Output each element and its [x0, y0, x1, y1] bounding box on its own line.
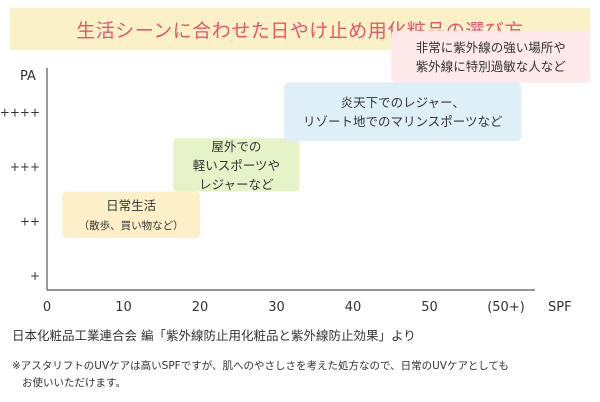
region-label-line: レジャーなど [199, 177, 274, 192]
region-box [173, 138, 300, 192]
region-label-line: 紫外線に特別過敏な人など [416, 59, 567, 74]
y-tick-label: + [30, 269, 40, 283]
region-label-line: 屋外での [211, 139, 261, 154]
region-box [391, 30, 591, 83]
x-tick-label: 50 [421, 300, 438, 315]
footnote-line-2: お使いいただけます。 [22, 377, 126, 389]
region-layer: 日常生活（散歩、買い物など）屋外での軽いスポーツやレジャーなど炎天下でのレジャー… [62, 30, 591, 238]
region-label-line: 日常生活 [106, 198, 156, 213]
x-tick-label: 0 [43, 300, 51, 315]
region-blazing-sun: 炎天下でのレジャー、リゾート地でのマリンスポーツなど [284, 82, 522, 141]
region-label-line: 炎天下でのレジャー、 [341, 95, 465, 110]
source-citation: 日本化粧品工業連合会 編「紫外線防止用化粧品と紫外線防止効果」より [12, 328, 416, 343]
y-tick-label: +++ [10, 160, 40, 174]
footnote: ※アスタリフトのUVケアは高いSPFですが、肌へのやさしさを考えた処方なので、日… [12, 358, 592, 392]
region-box [284, 82, 522, 141]
x-tick-label: 10 [115, 300, 132, 315]
y-axis-title: PA [20, 69, 36, 84]
y-tick-label: ++ [20, 215, 40, 229]
x-axis-title: SPF [548, 300, 572, 315]
region-label-line: 軽いスポーツや [193, 158, 280, 173]
x-tick-label: 20 [192, 300, 209, 315]
region-label-line: リゾート地でのマリンスポーツなど [303, 114, 503, 129]
region-daily: 日常生活 （散歩、買い物など） [62, 191, 200, 238]
region-label-line: 非常に紫外線の強い場所や [416, 40, 566, 55]
y-tick-label: ++++ [0, 106, 40, 120]
x-tick-label: (50+) [487, 300, 525, 315]
region-label-line: （散歩、買い物など） [79, 219, 184, 232]
footnote-line-1: ※アスタリフトのUVケアは高いSPFですが、肌へのやさしさを考えた処方なので、日… [12, 360, 509, 372]
x-tick-label: 30 [268, 300, 285, 315]
region-box [62, 191, 200, 238]
x-tick-label: 40 [345, 300, 362, 315]
